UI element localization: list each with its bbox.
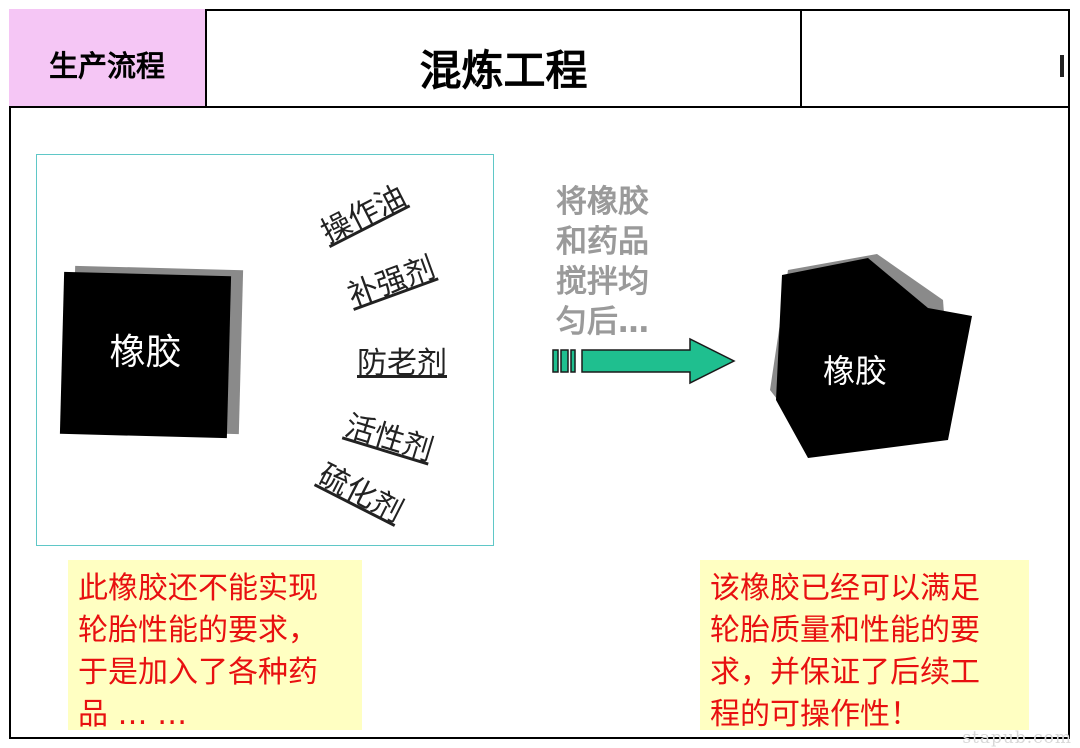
ingredients-box xyxy=(36,154,494,546)
watermark: stapub.com xyxy=(962,728,1072,748)
mixed-rubber-shape xyxy=(770,254,972,458)
header-title-cell: 混炼工程 xyxy=(207,9,802,108)
note-after-mixing: 该橡胶已经可以满足 轮胎质量和性能的要 求，并保证了后续工 程的可操作性！ xyxy=(700,560,1029,732)
note-line: 程的可操作性！ xyxy=(710,697,920,732)
process-line: 将橡胶 xyxy=(556,184,649,220)
note-line: 轮胎质量和性能的要 xyxy=(710,613,980,648)
header-label: 生产流程 xyxy=(48,49,165,83)
process-arrow-icon xyxy=(552,337,736,385)
process-description: 将橡胶 和药品 搅拌均 匀后… xyxy=(556,182,676,342)
header-mark xyxy=(1060,55,1064,77)
chemical-antioxidant: 防老剂 xyxy=(357,346,447,381)
header-table: 生产流程 混炼工程 xyxy=(9,9,1070,108)
header-label-cell: 生产流程 xyxy=(9,9,207,108)
process-line: 搅拌均 xyxy=(556,264,649,300)
note-before-mixing: 此橡胶还不能实现 轮胎性能的要求， 于是加入了各种药 品 … … xyxy=(68,560,362,732)
process-line: 匀后… xyxy=(556,304,649,340)
header-extra-cell xyxy=(802,9,1070,108)
slide-frame xyxy=(9,9,1070,739)
process-line: 和药品 xyxy=(556,224,649,260)
page-title: 混炼工程 xyxy=(419,46,588,95)
note-line: 轮胎性能的要求， xyxy=(78,613,318,648)
note-line: 于是加入了各种药 xyxy=(78,655,318,690)
note-line: 求，并保证了后续工 xyxy=(710,655,980,690)
note-line: 品 … … xyxy=(78,697,188,732)
note-line: 该橡胶已经可以满足 xyxy=(710,571,980,606)
note-line: 此橡胶还不能实现 xyxy=(78,571,318,606)
raw-rubber-label: 橡胶 xyxy=(109,332,182,373)
mixed-rubber-label: 橡胶 xyxy=(822,352,887,390)
